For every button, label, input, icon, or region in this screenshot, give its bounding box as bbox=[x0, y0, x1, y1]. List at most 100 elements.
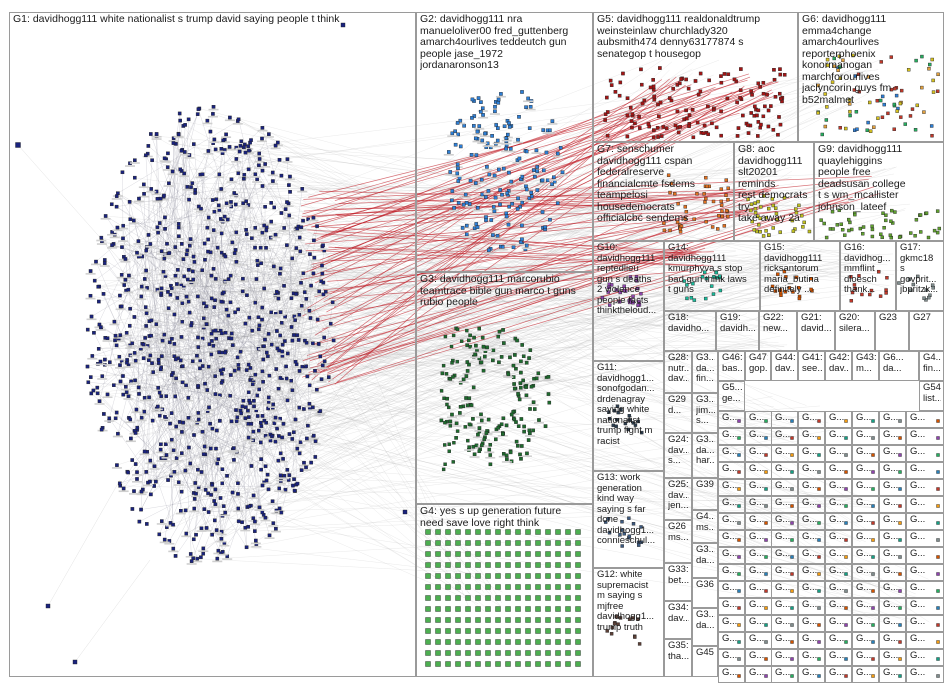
graph-node[interactable] bbox=[135, 250, 139, 255]
tiny-group-cell[interactable]: G... bbox=[798, 411, 825, 428]
graph-node[interactable] bbox=[216, 548, 221, 553]
group-box-g46[interactable]: G46: bas... bbox=[718, 351, 745, 381]
group-box-g23[interactable]: G23 bbox=[875, 311, 909, 351]
tiny-group-cell[interactable]: G... bbox=[718, 445, 745, 462]
tiny-group-cell[interactable]: G... bbox=[825, 547, 852, 564]
group-box-g15[interactable]: G15: davidhogg111 ricksantorum maria_but… bbox=[760, 241, 840, 311]
tiny-group-cell[interactable]: G... bbox=[825, 428, 852, 445]
graph-node[interactable] bbox=[313, 439, 318, 443]
graph-node[interactable] bbox=[166, 151, 170, 156]
tiny-group-cell[interactable]: G... bbox=[798, 581, 825, 598]
tiny-group-cell[interactable]: G... bbox=[879, 581, 906, 598]
graph-node[interactable] bbox=[126, 394, 131, 399]
group-box-g1[interactable]: G1: davidhogg111 white nationalist s tru… bbox=[9, 12, 416, 677]
tiny-group-cell[interactable]: G... bbox=[879, 547, 906, 564]
tiny-group-cell[interactable]: G... bbox=[852, 564, 879, 581]
graph-node[interactable] bbox=[313, 455, 318, 459]
graph-node[interactable] bbox=[124, 331, 129, 335]
tiny-group-cell[interactable]: G... bbox=[745, 530, 772, 547]
graph-node[interactable] bbox=[213, 147, 218, 152]
graph-node[interactable] bbox=[176, 225, 181, 230]
graph-node[interactable] bbox=[184, 252, 189, 257]
tiny-group-cell[interactable]: G... bbox=[771, 598, 798, 615]
graph-node[interactable] bbox=[128, 306, 132, 311]
tiny-group-cell[interactable]: G... bbox=[771, 462, 798, 479]
graph-node[interactable] bbox=[102, 412, 106, 416]
graph-node[interactable] bbox=[163, 215, 167, 220]
graph-node[interactable] bbox=[216, 457, 221, 461]
group-box-g29[interactable]: G29 d... bbox=[664, 393, 692, 433]
tiny-group-cell[interactable]: G... bbox=[852, 547, 879, 564]
tiny-group-cell[interactable]: G... bbox=[879, 411, 906, 428]
tiny-group-cell[interactable]: G... bbox=[798, 564, 825, 581]
tiny-group-cell[interactable]: G... bbox=[718, 649, 745, 666]
graph-node[interactable] bbox=[145, 522, 149, 526]
tiny-group-cell[interactable]: G... bbox=[852, 649, 879, 666]
group-box-g3[interactable]: G3: davidhogg111 marcorubio teamtrace bi… bbox=[416, 272, 593, 504]
tiny-group-cell[interactable]: G... bbox=[879, 598, 906, 615]
tiny-group-cell[interactable]: G... bbox=[852, 513, 879, 530]
tiny-group-cell[interactable]: G... bbox=[718, 598, 745, 615]
tiny-group-cell[interactable]: G... bbox=[718, 428, 745, 445]
tiny-group-cell[interactable]: G... bbox=[879, 479, 906, 496]
graph-node[interactable] bbox=[95, 391, 100, 396]
tiny-group-cell[interactable]: G... bbox=[745, 615, 772, 632]
graph-node[interactable] bbox=[206, 149, 211, 153]
tiny-group-cell[interactable]: G... bbox=[852, 411, 879, 428]
tiny-group-cell[interactable]: G... bbox=[771, 428, 798, 445]
group-box-g10[interactable]: G10: davidhogg111 reptedlieu gun s death… bbox=[593, 241, 664, 361]
graph-node[interactable] bbox=[285, 157, 290, 161]
tiny-group-cell[interactable]: G... bbox=[745, 666, 772, 683]
tiny-group-cell[interactable]: G... bbox=[771, 513, 798, 530]
tiny-group-cell[interactable]: G... bbox=[718, 411, 745, 428]
group-box-g20[interactable]: G20: silera... bbox=[835, 311, 875, 351]
tiny-group-cell[interactable]: G... bbox=[718, 615, 745, 632]
graph-node[interactable] bbox=[89, 391, 94, 396]
group-box-g11[interactable]: G11: davidhogg1... sonofgodan... drdenag… bbox=[593, 361, 664, 471]
graph-node[interactable] bbox=[132, 175, 137, 180]
graph-node[interactable] bbox=[139, 294, 144, 299]
graph-node[interactable] bbox=[92, 278, 97, 283]
tiny-group-cell[interactable]: G... bbox=[852, 428, 879, 445]
group-box-g43[interactable]: G43: m... bbox=[852, 351, 879, 381]
tiny-group-cell[interactable]: G... bbox=[906, 462, 944, 479]
tiny-group-cell[interactable]: G... bbox=[852, 530, 879, 547]
tiny-group-cell[interactable]: G... bbox=[745, 428, 772, 445]
graph-node[interactable] bbox=[219, 250, 224, 255]
tiny-group-cell[interactable]: G... bbox=[771, 632, 798, 649]
tiny-group-cell[interactable]: G... bbox=[771, 649, 798, 666]
tiny-group-cell[interactable]: G... bbox=[745, 547, 772, 564]
tiny-group-cell[interactable]: G... bbox=[852, 666, 879, 683]
tiny-group-cell[interactable]: G... bbox=[718, 547, 745, 564]
graph-node[interactable] bbox=[259, 261, 263, 266]
graph-node[interactable] bbox=[88, 269, 93, 273]
group-box-g4[interactable]: G4: yes s up generation future need save… bbox=[416, 504, 593, 677]
graph-node[interactable] bbox=[276, 296, 281, 301]
tiny-group-cell[interactable]: G... bbox=[798, 632, 825, 649]
group-box-g14[interactable]: G14: davidhogg111 kmurphyva s stop bad g… bbox=[664, 241, 760, 311]
tiny-group-cell[interactable]: G... bbox=[879, 615, 906, 632]
group-box-g13[interactable]: G13: work generation kind way saying s f… bbox=[593, 471, 664, 568]
graph-node[interactable] bbox=[260, 305, 265, 310]
tiny-group-cell[interactable]: G... bbox=[879, 649, 906, 666]
graph-node[interactable] bbox=[220, 371, 224, 376]
tiny-group-cell[interactable]: G... bbox=[879, 530, 906, 547]
tiny-group-cell[interactable]: G... bbox=[852, 581, 879, 598]
tiny-group-cell[interactable]: G... bbox=[852, 479, 879, 496]
tiny-group-cell[interactable]: G... bbox=[852, 598, 879, 615]
group-box-g26[interactable]: G26 ms... bbox=[664, 520, 692, 563]
tiny-group-cell[interactable]: G... bbox=[879, 666, 906, 683]
tiny-group-cell[interactable]: G... bbox=[771, 564, 798, 581]
tiny-group-cell[interactable]: G... bbox=[798, 598, 825, 615]
tiny-group-cell[interactable]: G... bbox=[825, 411, 852, 428]
group-box-g54[interactable]: G54 list... bbox=[919, 381, 944, 411]
tiny-group-cell[interactable]: G... bbox=[798, 649, 825, 666]
tiny-group-cell[interactable]: G... bbox=[798, 479, 825, 496]
tiny-group-cell[interactable]: G... bbox=[825, 462, 852, 479]
tiny-group-cell[interactable]: G... bbox=[879, 632, 906, 649]
tiny-group-cell[interactable]: G... bbox=[745, 598, 772, 615]
graph-node[interactable] bbox=[234, 260, 239, 264]
group-box-g45[interactable]: G45 bbox=[692, 646, 718, 677]
graph-node[interactable] bbox=[194, 532, 198, 537]
tiny-group-cell[interactable]: G... bbox=[879, 564, 906, 581]
